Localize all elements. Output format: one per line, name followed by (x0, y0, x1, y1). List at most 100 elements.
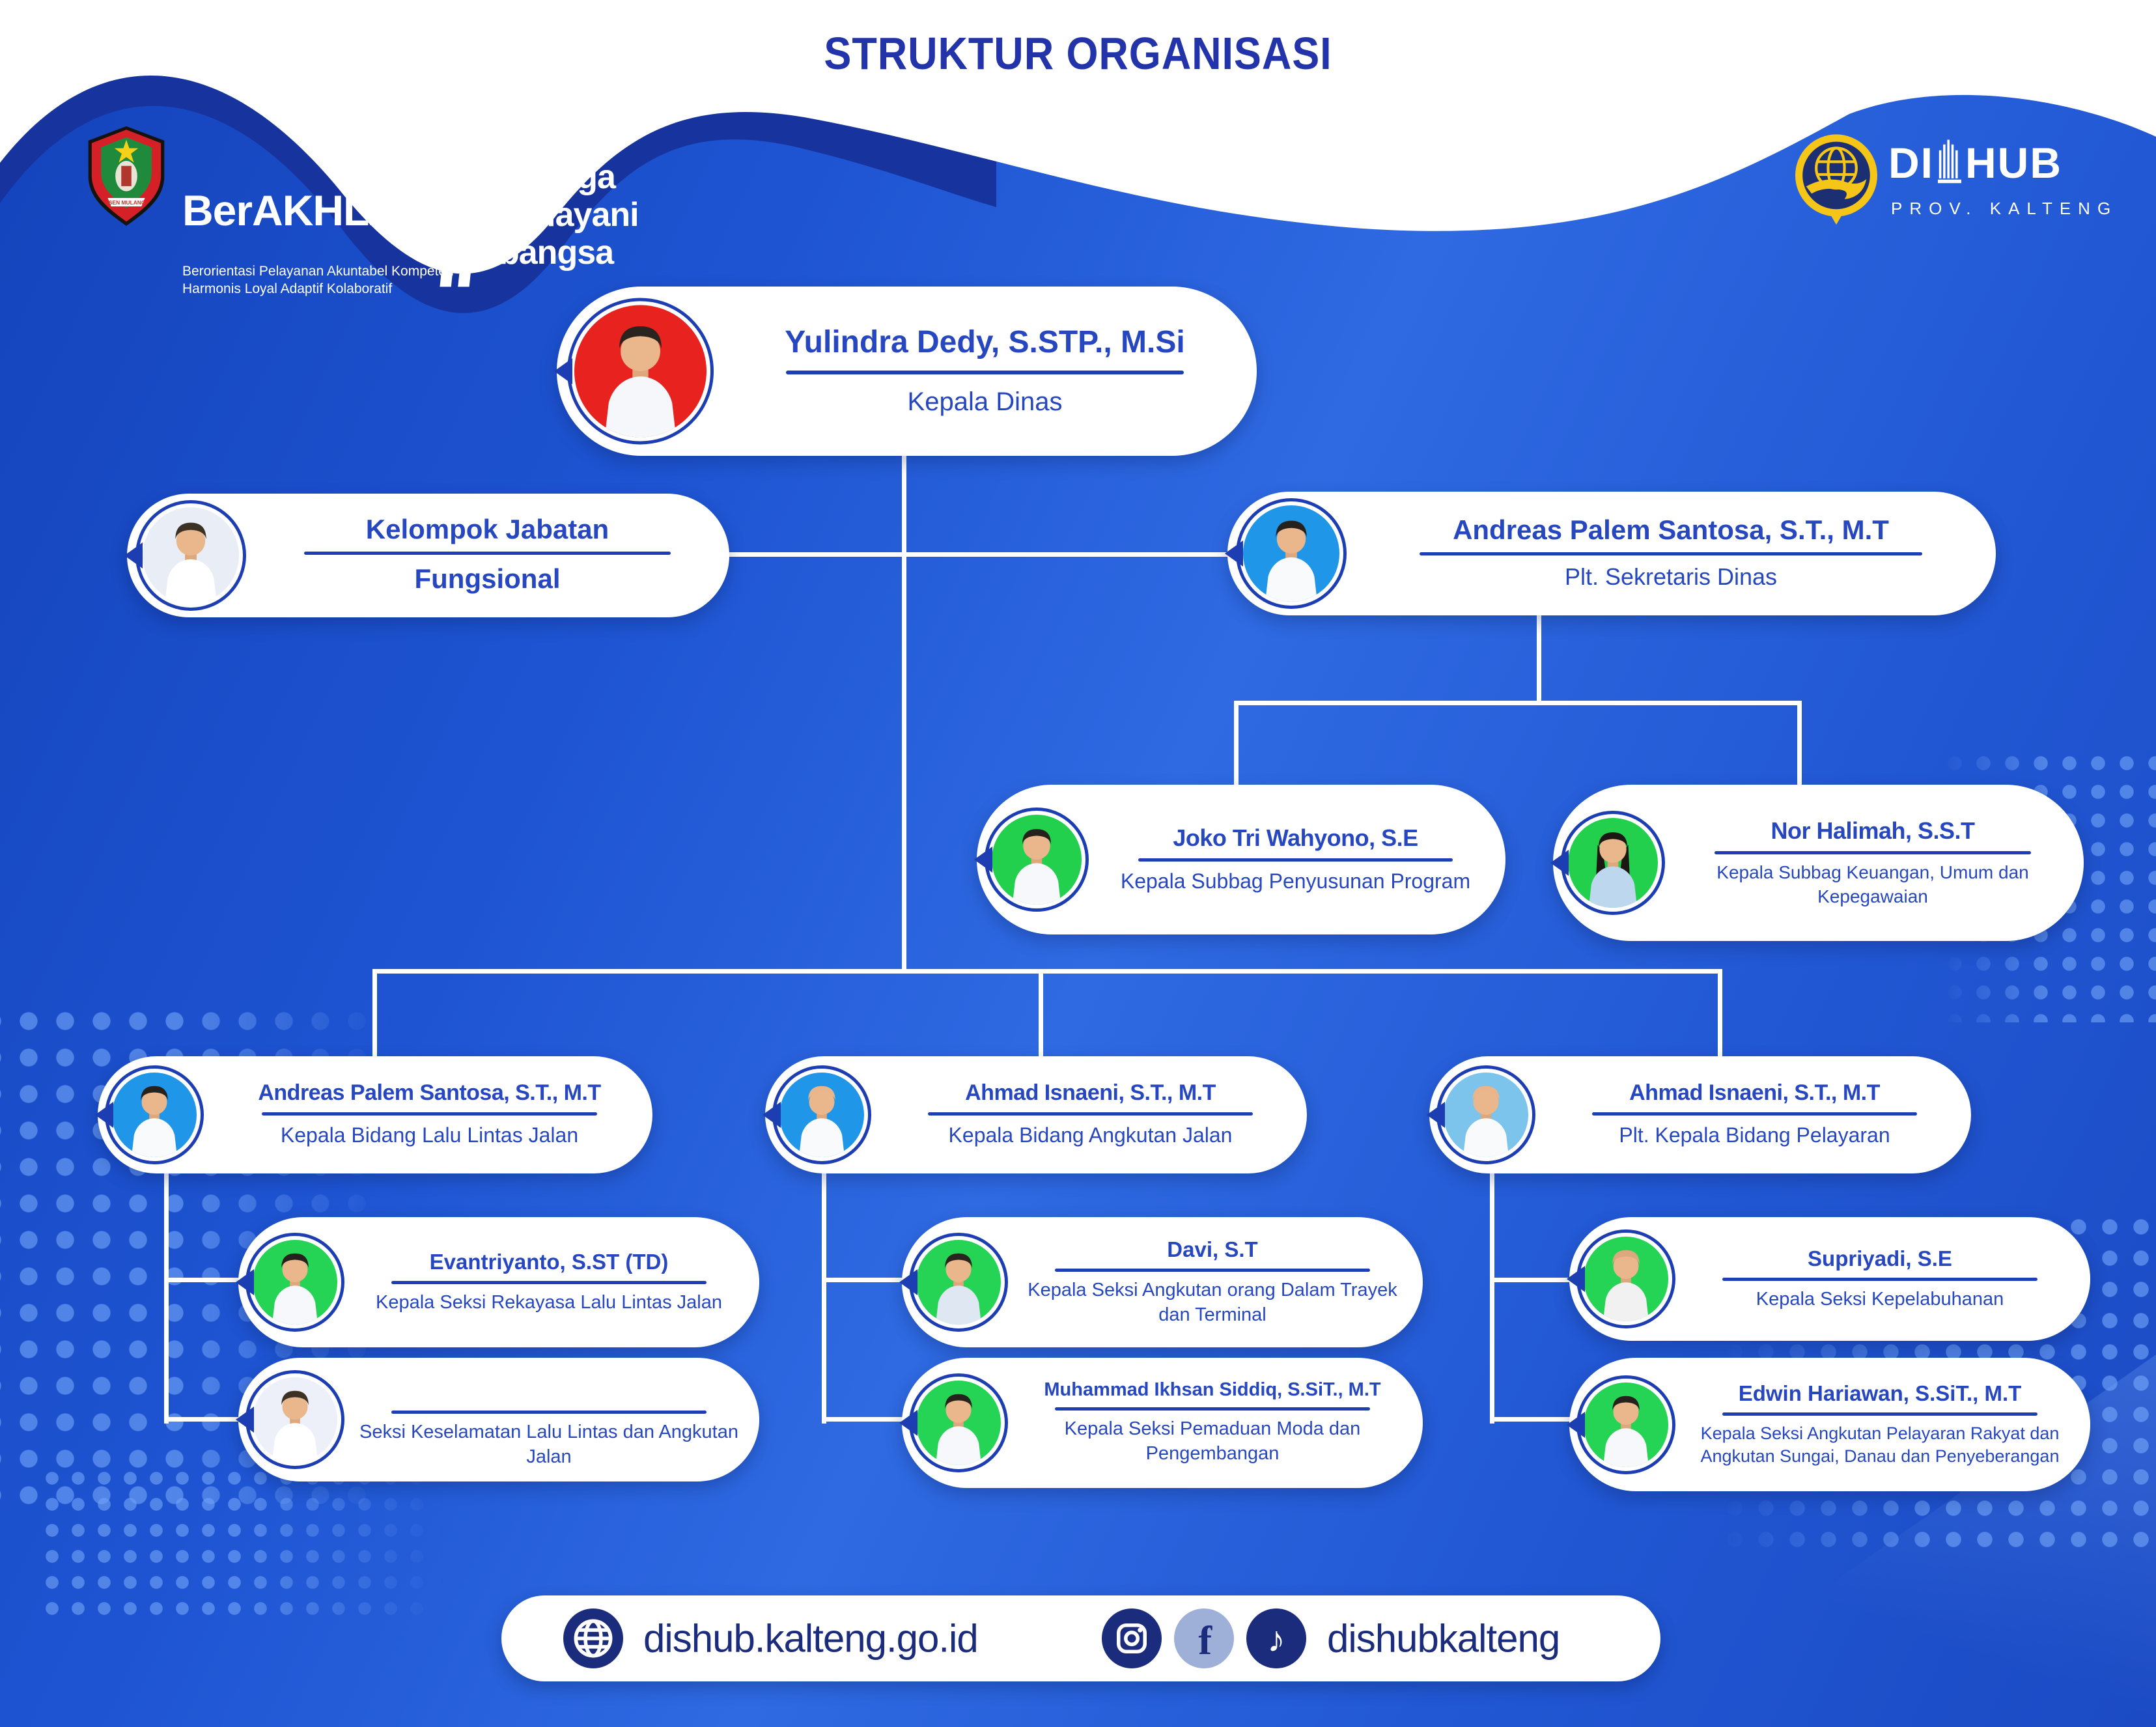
org-card-seksi-rekayasa: Evantriyanto, S.ST (TD) Kepala Seksi Rek… (236, 1217, 759, 1347)
name-divider (261, 1112, 598, 1116)
group-name-line1: Kelompok Jabatan (365, 514, 609, 545)
dishub-wordmark-left: DI (1888, 139, 1934, 187)
connector-line (1039, 969, 1043, 1060)
name-divider (786, 370, 1184, 374)
profile-photo (985, 807, 1089, 912)
kemenhub-emblem-icon (1795, 134, 1877, 225)
connector-line (1234, 701, 1239, 788)
person-title: Kepala Seksi Pemaduan Moda dan Pengemban… (1064, 1418, 1361, 1464)
halftone-dots-bottom-left (39, 1465, 443, 1622)
profile-photo (1561, 811, 1665, 915)
card-pointer-icon (763, 1102, 781, 1128)
dishub-wordmark: DI HUB (1888, 137, 2062, 184)
card-pointer-icon (899, 1269, 917, 1295)
connector-line (822, 1278, 908, 1282)
person-name: Ahmad Isnaeni, S.T., M.T (1629, 1080, 1880, 1106)
social-handle[interactable]: dishubkalteng (1327, 1616, 1560, 1661)
org-card-bidang-angkutan-jalan: Ahmad Isnaeni, S.T., M.T Kepala Bidang A… (763, 1056, 1307, 1173)
card-pointer-icon (95, 1102, 113, 1128)
connector-line (902, 455, 906, 972)
kalteng-emblem-icon: ISEN MULANG (88, 126, 165, 226)
org-card-bidang-lalu-lintas-jalan: Andreas Palem Santosa, S.T., M.T Kepala … (95, 1056, 652, 1173)
profile-photo (909, 1233, 1008, 1332)
org-card-bidang-pelayaran: Ahmad Isnaeni, S.T., M.T Plt. Kepala Bid… (1427, 1056, 1971, 1173)
connector-line (1537, 614, 1541, 705)
chevron-icon: > (419, 145, 441, 194)
name-divider (1055, 1268, 1370, 1272)
connector-line (822, 1171, 826, 1424)
tiktok-icon[interactable]: ♪ (1246, 1608, 1306, 1668)
berakhlak-subtitle-line1: Berorientasi Pelayanan Akuntabel Kompete… (182, 264, 454, 279)
footer-bar: dishub.kalteng.go.id f ♪ dishubkalteng (501, 1595, 1660, 1681)
profile-photo (1236, 498, 1347, 609)
profile-photo (1436, 1065, 1535, 1164)
name-divider (1591, 1112, 1918, 1116)
profile-photo (105, 1065, 204, 1164)
facebook-icon[interactable]: f (1174, 1608, 1234, 1668)
connector-line (1490, 1171, 1494, 1424)
connector-line (164, 1278, 244, 1282)
card-pointer-icon (1567, 1411, 1585, 1438)
name-divider (1419, 552, 1923, 556)
person-name: Davi, S.T (1167, 1237, 1258, 1261)
berakhlak-wordmark: BerAKHLAK (182, 186, 430, 234)
org-card-seksi-keselamatan: Seksi Keselamatan Lalu Lintas dan Angkut… (236, 1358, 759, 1481)
connector-line (374, 969, 1722, 974)
connector-line (822, 1417, 908, 1422)
website-link[interactable]: dishub.kalteng.go.id (643, 1616, 979, 1661)
name-divider (391, 1280, 707, 1284)
profile-photo (567, 298, 714, 445)
org-card-kepala-dinas: Yulindra Dedy, S.STP., M.Si Kepala Dinas (554, 287, 1257, 456)
hashtag-line3: bangsa (499, 234, 614, 272)
hashtag-line2: melayani (499, 196, 639, 234)
person-name: Joko Tri Wahyono, S.E (1173, 824, 1418, 851)
person-name: Edwin Hariawan, S.SiT., M.T (1738, 1381, 2022, 1405)
connector-line (164, 1417, 244, 1422)
card-pointer-icon (899, 1410, 917, 1436)
name-divider (303, 552, 671, 555)
page-title: STRUKTUR ORGANISASI (824, 28, 1332, 79)
instagram-icon[interactable] (1102, 1608, 1162, 1668)
profile-photo (135, 500, 246, 611)
connector-line (1797, 701, 1802, 788)
card-pointer-icon (124, 542, 143, 569)
berakhlak-subtitle: Berorientasi Pelayanan Akuntabel Kompete… (182, 262, 454, 298)
person-title: Kepala Seksi Angkutan Pelayaran Rakyat d… (1700, 1423, 2060, 1466)
name-divider (1055, 1407, 1370, 1411)
connector-line (1234, 701, 1802, 705)
person-title: Plt. Sekretaris Dinas (1564, 563, 1778, 591)
group-name-line2: Fungsional (414, 563, 561, 595)
org-card-kelompok-jabatan-fungsional: Kelompok Jabatan Fungsional (124, 494, 729, 617)
person-name (357, 1370, 741, 1404)
card-pointer-icon (554, 358, 572, 384)
hashtag-slogan: bangga melayani bangsa (499, 158, 639, 272)
profile-photo (909, 1373, 1008, 1472)
org-card-seksi-pemaduan-moda: Muhammad Ikhsan Siddiq, S.SiT., M.T Kepa… (899, 1358, 1423, 1488)
person-name: Andreas Palem Santosa, S.T., M.T (1453, 514, 1889, 546)
name-divider (1715, 851, 2031, 855)
dishub-region: PROV. KALTENG (1891, 199, 2118, 218)
profile-photo (772, 1065, 871, 1164)
person-title: Kepala Subbag Penyusunan Program (1120, 869, 1471, 893)
connector-line (1490, 1278, 1575, 1282)
person-title: Kepala Subbag Keuangan, Umum dan Kepegaw… (1716, 862, 2029, 906)
name-divider (1722, 1412, 2037, 1416)
org-card-seksi-angkutan-orang: Davi, S.T Kepala Seksi Angkutan orang Da… (899, 1217, 1423, 1347)
globe-icon (563, 1608, 623, 1668)
person-title: Plt. Kepala Bidang Pelayaran (1619, 1123, 1890, 1147)
org-card-subbag-penyusunan-program: Joko Tri Wahyono, S.E Kepala Subbag Peny… (974, 785, 1505, 934)
profile-photo (245, 1370, 344, 1469)
connector-line (1490, 1417, 1575, 1422)
hashtag-line1: bangga (499, 158, 616, 196)
card-pointer-icon (1567, 1266, 1585, 1292)
card-pointer-icon (236, 1407, 254, 1433)
person-name: Supriyadi, S.E (1808, 1246, 1952, 1271)
name-divider (1138, 858, 1453, 862)
person-name: Nor Halimah, S.S.T (1771, 817, 1975, 845)
card-pointer-icon (974, 847, 992, 873)
card-pointer-icon (236, 1269, 254, 1295)
profile-photo (1576, 1375, 1675, 1474)
person-name: Yulindra Dedy, S.STP., M.Si (785, 324, 1185, 359)
svg-text:f: f (1198, 1618, 1212, 1663)
